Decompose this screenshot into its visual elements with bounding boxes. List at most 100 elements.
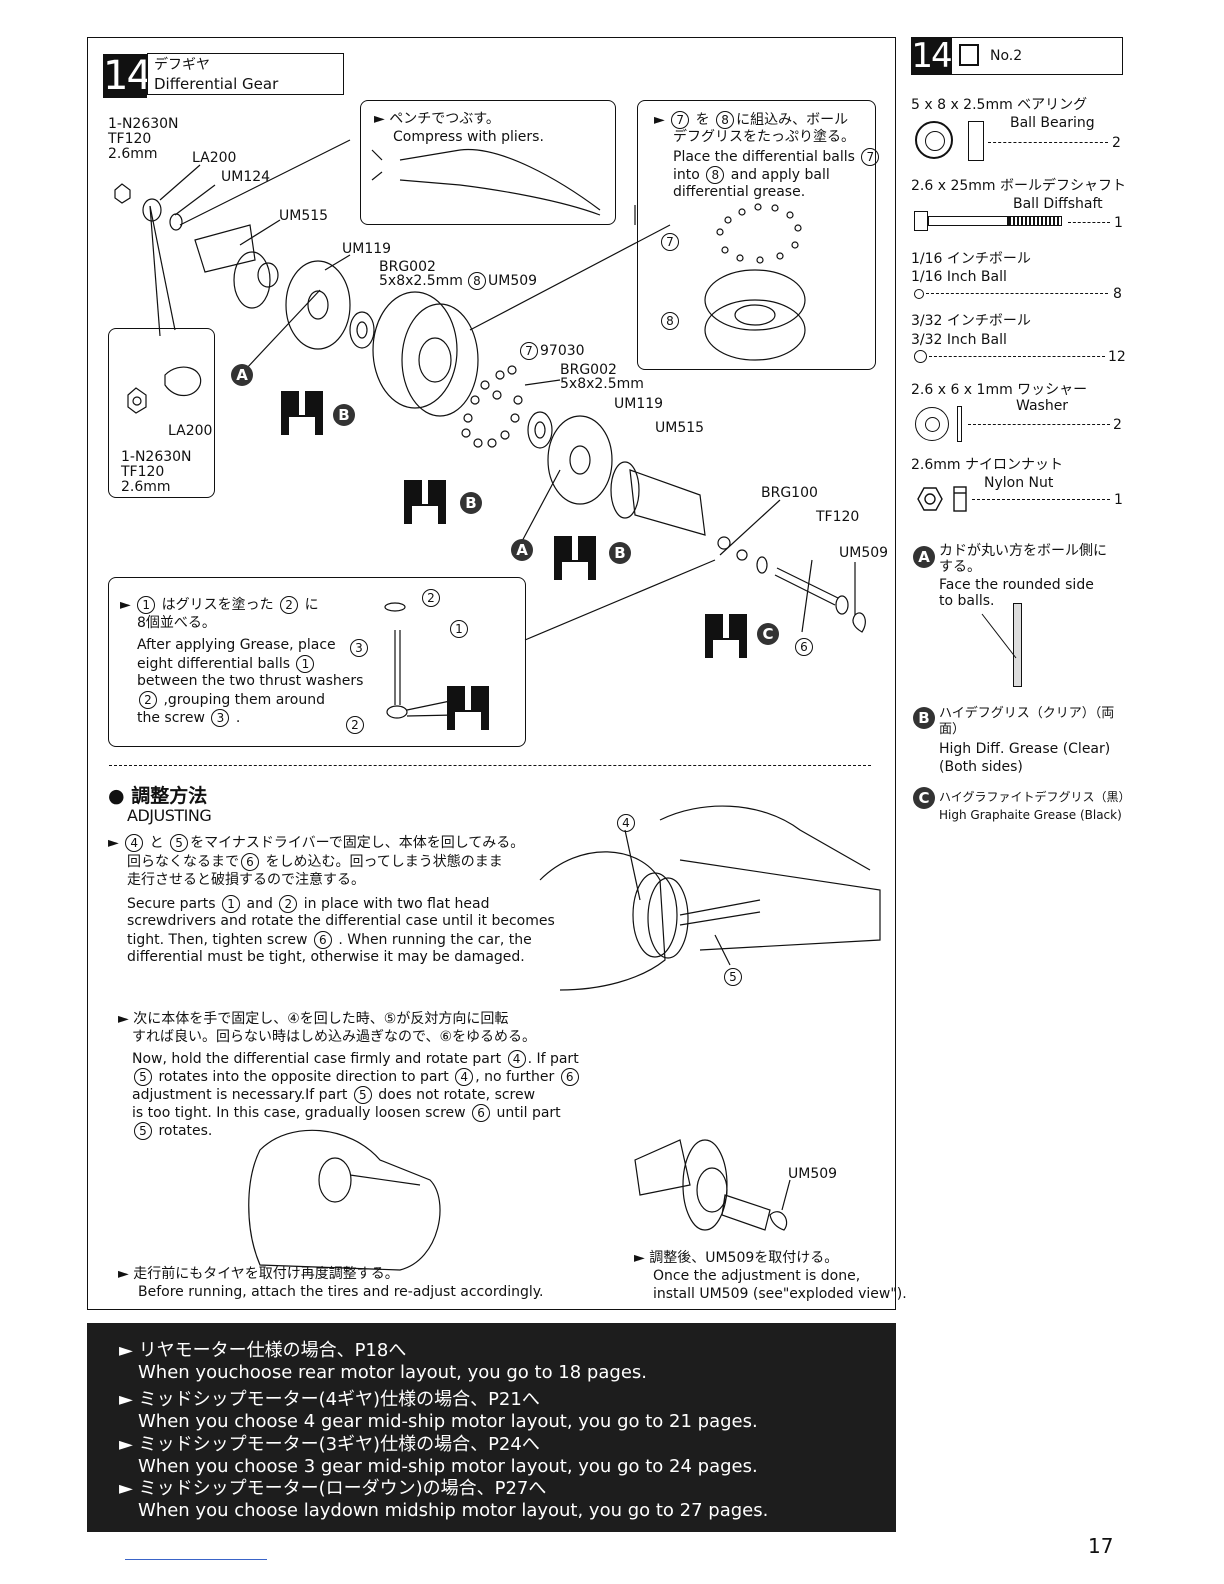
route-1-jp: ► リヤモーター仕様の場合、P18へ bbox=[119, 1340, 407, 1361]
callout-washer-en2: eight differential balls 1 bbox=[137, 655, 316, 673]
step-frame bbox=[87, 37, 896, 1310]
circle-2d: 2 bbox=[346, 716, 364, 734]
marker-b-icon: B bbox=[609, 542, 631, 564]
adjust-c4: 4 bbox=[615, 814, 637, 832]
label-c6: 6 bbox=[793, 638, 815, 656]
circle-8c: 8 bbox=[706, 166, 725, 184]
ball-icon bbox=[914, 350, 927, 363]
washer-icon bbox=[915, 407, 949, 441]
route-2-jp-text: ミッドシップモーター(4ギヤ)仕様の場合、P21へ bbox=[138, 1389, 540, 1410]
callout-balls-en2: into 8 and apply ball bbox=[673, 166, 830, 184]
note-a-en: Face the rounded side to balls. bbox=[939, 577, 1099, 609]
route-4-jp-text: ミッドシップモーター(ローダウン)の場合、P27へ bbox=[138, 1478, 547, 1499]
callout-washer-en1: After applying Grease, place bbox=[137, 637, 336, 653]
washer-c1: 1 bbox=[448, 620, 470, 638]
adjust-p2-en3b: does not rotate, screw bbox=[378, 1087, 536, 1103]
circle-7d: 7 bbox=[661, 233, 679, 251]
part-3-name: 1/16 Inch Ball bbox=[911, 269, 1007, 285]
inset-la200: LA200 bbox=[168, 423, 213, 439]
callout-balls-c7: 7 bbox=[659, 233, 681, 251]
inset-nut-box bbox=[108, 328, 215, 498]
leader-line bbox=[988, 142, 1108, 143]
adjust-p2-en5-text: rotates. bbox=[158, 1123, 213, 1139]
um509-label-c: UM509 bbox=[788, 1166, 838, 1182]
um509-note-en2: install UM509 (see"exploded view"). bbox=[653, 1286, 907, 1302]
grease-marker bbox=[554, 536, 596, 580]
route-1-jp-text: リヤモーター仕様の場合、P18へ bbox=[138, 1340, 407, 1361]
circle-4b: 4 bbox=[617, 814, 635, 832]
marker-b-icon: B bbox=[333, 404, 355, 426]
nut-icon bbox=[917, 486, 967, 512]
step-title-en: Differential Gear bbox=[154, 75, 279, 93]
ball-bearing-icon bbox=[915, 121, 953, 159]
circle-6: 6 bbox=[795, 638, 813, 656]
adjust-p2-en1: Now, hold the differential case firmly a… bbox=[132, 1050, 579, 1068]
leader-line bbox=[1068, 222, 1110, 223]
adjust-p2-en4a: is too tight. In this case, gradually lo… bbox=[132, 1105, 466, 1121]
note-c-en: High Graphaite Grease (Black) bbox=[939, 808, 1122, 822]
label-tf120: TF120 bbox=[108, 131, 152, 147]
label-um509-a: UM509 bbox=[488, 273, 538, 289]
label-tf120-b: TF120 bbox=[816, 509, 860, 525]
adjust-p1-en2: screwdrivers and rotate the differential… bbox=[127, 913, 555, 929]
adjust-p1-en3b: . When running the car, the bbox=[338, 932, 532, 948]
label-26mm: 2.6mm bbox=[108, 146, 158, 162]
label-brgsize-b: 5x8x2.5mm bbox=[560, 376, 644, 392]
route-4-en: When you choose laydown midship motor la… bbox=[138, 1500, 769, 1521]
callout-pliers-jp-text: ペンチでつぶす。 bbox=[389, 111, 500, 127]
note-a-jp1: カドが丸い方をボール側にする。 bbox=[939, 543, 1109, 575]
part-6-spec: 2.6mm ナイロンナット bbox=[911, 457, 1063, 473]
label-um515-a: UM515 bbox=[279, 208, 329, 224]
circle-1a: 1 bbox=[137, 596, 156, 614]
circle-5b: 5 bbox=[724, 968, 742, 986]
callout-pliers-en: Compress with pliers. bbox=[393, 129, 544, 145]
label-um509-b: UM509 bbox=[839, 545, 889, 561]
grease-marker bbox=[447, 686, 489, 730]
adjust-p2-en3a: adjustment is necessary.If part bbox=[132, 1087, 348, 1103]
note-c-icon: C bbox=[913, 787, 935, 809]
route-3-jp: ► ミッドシップモーター(3ギヤ)仕様の場合、P24へ bbox=[119, 1434, 540, 1455]
section-divider bbox=[109, 765, 871, 766]
part-4-qty: 12 bbox=[1108, 349, 1126, 365]
adjust-p1-en1c: in place with two flat head bbox=[303, 896, 490, 912]
adjust-p2-en2: 5 rotates into the opposite direction to… bbox=[132, 1068, 581, 1086]
washer-profile-icon bbox=[1013, 603, 1022, 687]
parts-bag-label: No.2 bbox=[990, 48, 1023, 64]
callout-balls-en3-text: and apply ball bbox=[730, 167, 830, 183]
callout-balls-en2-text: into bbox=[673, 167, 700, 183]
leader-line bbox=[968, 424, 1110, 425]
tires-note-jp-text: 走行前にもタイヤを取付け再度調整する。 bbox=[133, 1266, 399, 1282]
route-2-jp: ► ミッドシップモーター(4ギヤ)仕様の場合、P21へ bbox=[119, 1389, 540, 1410]
part-6-qty: 1 bbox=[1114, 492, 1123, 508]
label-brg100: BRG100 bbox=[761, 485, 818, 501]
callout-balls-en1: Place the differential balls 7 bbox=[673, 148, 881, 166]
bag-icon bbox=[959, 44, 979, 66]
adjust-p2-en2a: rotates into the opposite direction to p… bbox=[158, 1069, 449, 1085]
exploded-view-drawing bbox=[114, 139, 866, 719]
step-number: 14 bbox=[103, 53, 152, 99]
note-a-icon: A bbox=[913, 546, 935, 568]
adjust-p1-en1b: and bbox=[246, 896, 273, 912]
step-title-jp: デフギヤ bbox=[154, 57, 210, 73]
note-b-jp: ハイデフグリス（クリア）（両面） bbox=[939, 706, 1119, 738]
circle-5d: 5 bbox=[353, 1086, 372, 1104]
part-4-name: 3/32 Inch Ball bbox=[911, 332, 1007, 348]
part-5-qty: 2 bbox=[1113, 417, 1122, 433]
circle-1b: 1 bbox=[296, 655, 315, 673]
note-b-en1: High Diff. Grease (Clear) bbox=[939, 741, 1111, 757]
adjust-p2-jp2: すれば良い。回らない時はしめ込み過ぎなので、⑥をゆるめる。 bbox=[132, 1029, 536, 1045]
adjust-p2-en1a: Now, hold the differential case firmly a… bbox=[132, 1051, 502, 1067]
part-6-name: Nylon Nut bbox=[984, 475, 1054, 491]
circle-6b: 6 bbox=[313, 931, 332, 949]
callout-washer-en2-text: eight differential balls bbox=[137, 656, 291, 672]
marker-b-icon: B bbox=[460, 492, 482, 514]
bearing-side-icon bbox=[968, 121, 984, 161]
callout-balls-en4: differential grease. bbox=[673, 184, 806, 200]
label-97030: 97030 bbox=[540, 343, 585, 359]
adjust-p2-en4b: until part bbox=[496, 1105, 561, 1121]
adjust-p1-en3a: tight. Then, tighten screw bbox=[127, 932, 308, 948]
circle-7b: 7 bbox=[671, 111, 690, 129]
